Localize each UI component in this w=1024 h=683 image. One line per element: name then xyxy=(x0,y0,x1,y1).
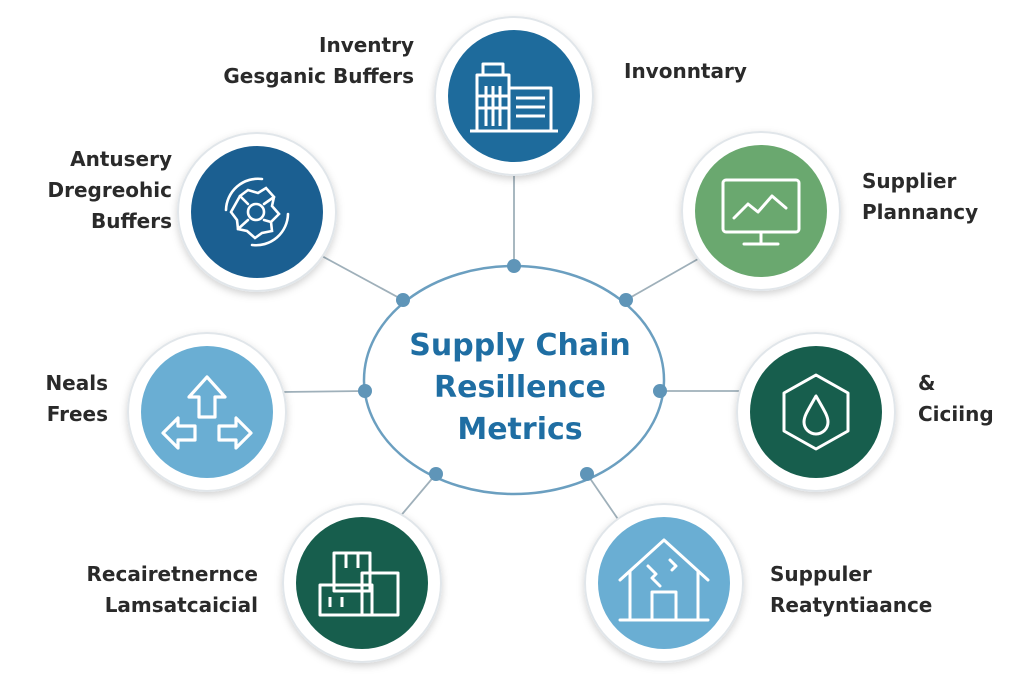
label-line: Recairetnernce xyxy=(86,562,258,586)
label-line: Antusery xyxy=(70,147,172,171)
label-line: Dregreohic xyxy=(47,178,172,202)
label-line: Supplier xyxy=(862,169,957,193)
node-bottom-left xyxy=(282,503,442,663)
node-right xyxy=(736,332,896,492)
connector-dot xyxy=(429,467,443,481)
label-line: Lamsatcaicial xyxy=(104,593,258,617)
label-line: Buffers xyxy=(90,209,172,233)
center-title: Supply Chain Resillence Metrics xyxy=(375,325,665,451)
label-left: Neals Frees xyxy=(45,368,108,430)
node-upper-right-circle xyxy=(695,145,827,277)
label-line: Suppuler xyxy=(770,562,872,586)
label-right: & Ciciing xyxy=(918,368,994,430)
connector-dot xyxy=(396,293,410,307)
node-upper-left-circle xyxy=(191,146,323,278)
label-top-left-outer: Inventry Gesganic Buffers xyxy=(223,30,414,92)
connector-dot xyxy=(619,293,633,307)
node-top-circle xyxy=(448,30,580,162)
node-bottom-right xyxy=(584,503,744,663)
label-line: Neals xyxy=(45,371,108,395)
label-line: Frees xyxy=(46,402,108,426)
node-right-circle xyxy=(750,346,882,478)
label-line: Gesganic Buffers xyxy=(223,64,414,88)
connector-lines xyxy=(281,163,745,526)
label-line: Reatyntiaance xyxy=(770,593,933,617)
connector-upper-right xyxy=(625,254,706,301)
connector-upper-left xyxy=(319,254,404,301)
label-bottom-right: Suppuler Reatyntiaance xyxy=(770,559,932,621)
center-title-line: Metrics xyxy=(457,412,583,447)
connector-dot xyxy=(580,467,594,481)
node-left xyxy=(127,332,287,492)
center-title-line: Resillence xyxy=(434,370,606,405)
connector-dot xyxy=(358,384,372,398)
monitor-chart-icon xyxy=(721,178,801,246)
node-upper-right xyxy=(681,131,841,291)
connector-left xyxy=(281,390,366,393)
connector-dot xyxy=(507,259,521,273)
connector-bottom-right xyxy=(586,473,623,526)
node-top xyxy=(434,16,594,176)
office-buildings-icon xyxy=(470,62,558,133)
node-upper-left xyxy=(177,132,337,292)
label-top: Invonntary xyxy=(624,56,747,87)
label-line: Plannancy xyxy=(862,200,979,224)
network-gear-icon xyxy=(224,177,290,247)
label-line: Inventry xyxy=(319,33,414,57)
label-upper-right: Supplier Plannancy xyxy=(862,166,978,228)
label-line: Ciciing xyxy=(918,402,994,426)
stacked-boxes-icon xyxy=(318,551,400,617)
node-bottom-right-circle xyxy=(598,517,730,649)
label-bottom-left: Recairetnernce Lamsatcaicial xyxy=(87,559,258,621)
connector-dots xyxy=(358,259,667,481)
hexagon-droplet-icon xyxy=(782,373,850,451)
label-line: & xyxy=(918,371,936,395)
center-title-line: Supply Chain xyxy=(409,328,631,363)
label-line: Invonntary xyxy=(624,59,747,83)
label-upper-left: Antusery Dregreohic Buffers xyxy=(48,144,172,237)
broken-house-icon xyxy=(618,538,710,622)
connector-dot xyxy=(653,384,667,398)
directional-arrows-icon xyxy=(161,375,253,450)
node-left-circle xyxy=(141,346,273,478)
